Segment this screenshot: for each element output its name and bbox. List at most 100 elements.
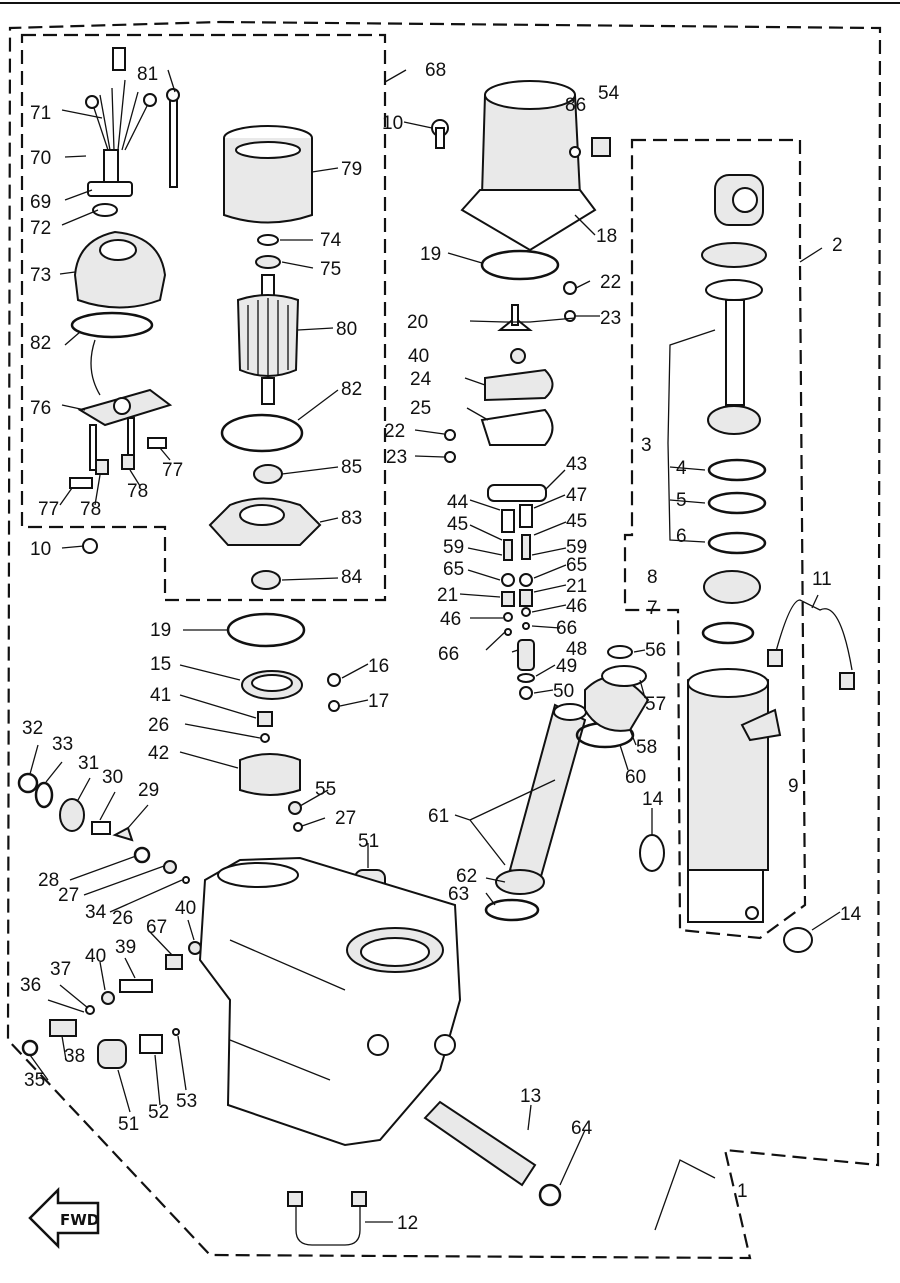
callout-14-right: 14	[840, 904, 862, 925]
callout-45-left: 45	[447, 514, 468, 535]
o-ring-4	[707, 458, 767, 482]
callout-56: 56	[645, 640, 666, 661]
callout-42: 42	[148, 743, 169, 764]
wiring-harness	[85, 47, 157, 191]
callout-61: 61	[428, 806, 449, 827]
screw-22-lower	[444, 429, 456, 441]
callout-34: 34	[85, 902, 107, 923]
callout-16: 16	[368, 656, 389, 677]
fwd-arrow-icon	[28, 1186, 100, 1250]
callout-77-left: 77	[38, 499, 59, 520]
callout-78-left: 78	[80, 499, 101, 520]
valve-plug-38	[49, 1019, 77, 1037]
ball-seat-21	[501, 591, 515, 607]
manifold-body-1	[198, 856, 462, 1147]
callout-64: 64	[571, 1118, 593, 1139]
o-ring-19-lower	[226, 612, 306, 648]
grommet-plate-69	[87, 181, 133, 197]
spring-44	[501, 509, 515, 533]
reservoir-flange	[460, 189, 597, 252]
plug-86	[569, 146, 581, 158]
ring-63	[484, 898, 540, 922]
pipe-12	[295, 1198, 361, 1246]
callout-19-upper: 19	[420, 244, 441, 265]
ball-66b	[522, 622, 530, 630]
callout-49: 49	[556, 656, 577, 677]
callout-3: 3	[641, 435, 652, 456]
callout-47: 47	[566, 485, 587, 506]
callout-33: 33	[52, 734, 73, 755]
callout-60: 60	[625, 767, 646, 788]
callout-65-left: 65	[443, 559, 464, 580]
bushing-14b	[783, 927, 813, 953]
bolt-shank	[435, 127, 445, 149]
pipe-fitting-icon	[287, 1191, 303, 1207]
circlip-28	[133, 846, 151, 864]
o-ring-49	[517, 673, 535, 683]
callout-39: 39	[115, 937, 136, 958]
valve-52	[139, 1034, 163, 1054]
fwd-label: FWD	[60, 1211, 99, 1229]
ball-46b	[521, 607, 531, 617]
ball-40	[101, 991, 115, 1005]
callout-2: 2	[832, 235, 843, 256]
ball-seat-21b	[519, 589, 533, 607]
callout-32: 32	[22, 718, 43, 739]
callout-30: 30	[102, 767, 123, 788]
pin-59	[503, 539, 513, 561]
valve-48	[517, 639, 535, 671]
callout-21-left: 21	[437, 585, 458, 606]
screw-22-upper	[563, 281, 577, 295]
callout-45-right: 45	[566, 511, 587, 532]
piston-8	[703, 570, 761, 604]
callout-55: 55	[315, 779, 336, 800]
callout-77-right: 77	[162, 460, 183, 481]
callout-37: 37	[50, 959, 71, 980]
spring-47	[519, 504, 533, 528]
piston-62	[495, 869, 545, 895]
callout-79: 79	[341, 159, 362, 180]
callout-74: 74	[320, 230, 342, 251]
o-ring-7	[701, 621, 755, 645]
callout-40-upper: 40	[408, 346, 429, 367]
filter-25	[480, 408, 554, 446]
brush-78a	[95, 459, 109, 475]
brush-holder-hub	[113, 397, 131, 415]
plug-67	[165, 954, 183, 970]
callout-69: 69	[30, 192, 51, 213]
ram-61	[508, 703, 587, 882]
callout-82-right: 82	[341, 379, 362, 400]
bearing-84	[251, 570, 281, 590]
washer-23-lower	[444, 451, 456, 463]
through-bolt-81	[169, 94, 178, 188]
callout-22-upper: 22	[600, 272, 621, 293]
callout-19-lower: 19	[150, 620, 171, 641]
mount-ear	[434, 1034, 456, 1056]
callout-18: 18	[596, 226, 617, 247]
end-plate-boss	[239, 504, 285, 526]
callout-82-left: 82	[30, 333, 51, 354]
circlip-64	[538, 1183, 562, 1207]
manifold-bore	[217, 862, 299, 888]
tilt-cylinder-9	[687, 671, 769, 871]
callout-78-right: 78	[127, 481, 148, 502]
callout-46-left: 46	[440, 609, 461, 630]
callout-75: 75	[320, 259, 341, 280]
cylinder-top	[687, 668, 769, 698]
callout-41: 41	[150, 685, 171, 706]
bracket-stem	[511, 304, 519, 326]
callout-21-right: 21	[566, 576, 587, 597]
o-ring-82-upper	[70, 311, 154, 339]
seal-65	[501, 573, 515, 587]
valve-stack-left	[501, 509, 515, 636]
piston-rod-3	[725, 299, 745, 406]
callout-57: 57	[645, 694, 666, 715]
pipe-fitting-icon	[767, 649, 783, 667]
callout-53: 53	[176, 1091, 197, 1112]
spring-77b	[147, 437, 167, 449]
callout-46-right: 46	[566, 596, 587, 617]
pipe-fitting-icon	[351, 1191, 367, 1207]
o-ring-27-upper	[293, 822, 303, 832]
motor-end-cap-73	[73, 230, 167, 309]
